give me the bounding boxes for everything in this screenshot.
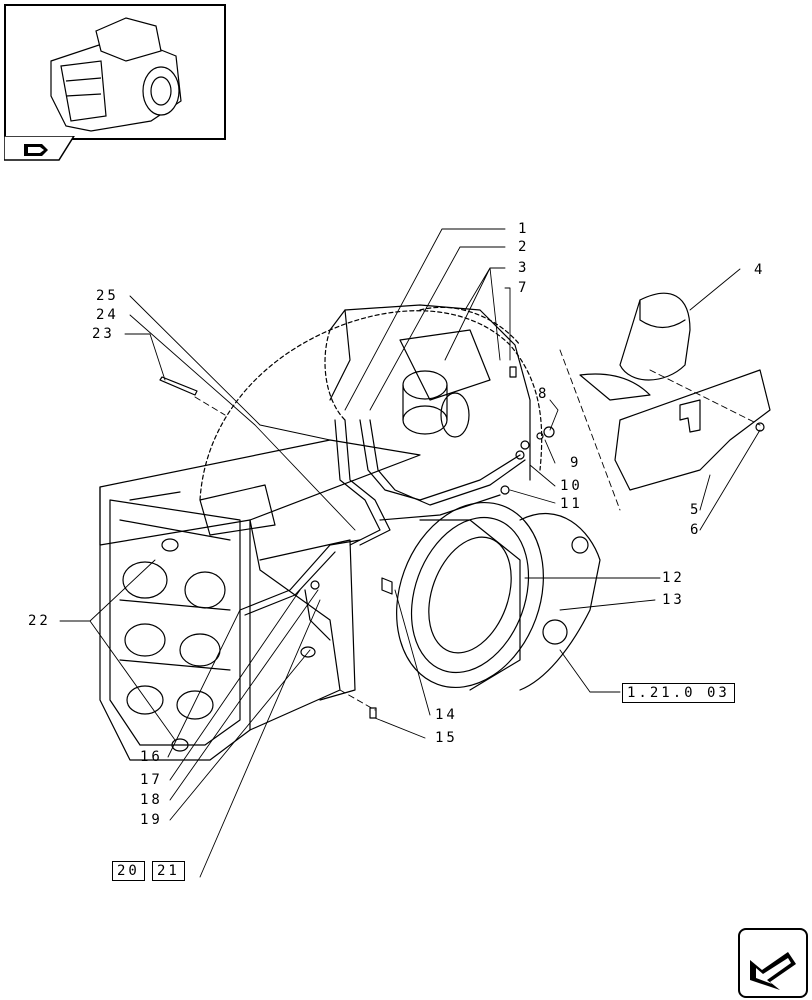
reference-box[interactable]: 1.21.0 03: [622, 683, 735, 703]
mounting-plate: [614, 369, 771, 491]
callout-13: 13: [662, 592, 685, 608]
callout-23: 23: [92, 326, 115, 342]
book-arrow-icon: [24, 144, 48, 156]
callout-1: 1: [518, 221, 530, 237]
callout-15: 15: [435, 730, 458, 746]
callout-10: 10: [560, 478, 583, 494]
leader-lines: [59, 228, 761, 878]
callout-6: 6: [690, 522, 702, 538]
callout-16: 16: [140, 749, 163, 765]
callout-25: 25: [96, 288, 119, 304]
assembly-lines: [194, 349, 761, 711]
nav-previous-tab[interactable]: [3, 135, 84, 166]
callout-2: 2: [518, 239, 530, 255]
housing-front-box: [99, 486, 251, 761]
callout-20-box[interactable]: 20: [112, 861, 145, 881]
callout-19: 19: [140, 812, 163, 828]
callout-3: 3: [518, 260, 530, 276]
housing-dome: [199, 306, 543, 501]
hydraulic-pipes: [239, 419, 530, 641]
transmission-housing-thumbnail: [50, 17, 182, 132]
callout-21-box[interactable]: 21: [152, 861, 185, 881]
callout-8: 8: [538, 386, 550, 402]
callout-22: 22: [28, 613, 51, 629]
bearing-sleeve: [402, 370, 470, 438]
housing-top-face: [99, 439, 421, 546]
thumbnail-frame: [4, 4, 226, 140]
callout-24: 24: [96, 307, 119, 323]
guard-cover: [579, 292, 691, 401]
callout-17: 17: [140, 772, 163, 788]
small-parts: [159, 366, 765, 719]
callout-18: 18: [140, 792, 163, 808]
callout-5: 5: [690, 502, 702, 518]
callout-9: 9: [570, 455, 582, 471]
housing-side-panel: [249, 519, 356, 731]
callout-12: 12: [662, 570, 685, 586]
callout-11: 11: [560, 496, 583, 512]
next-page-arrow-icon: [750, 952, 796, 990]
housing-upper-structure: [329, 304, 531, 481]
callout-4: 4: [754, 262, 766, 278]
rear-flange: [396, 501, 601, 691]
nav-next-button[interactable]: [738, 928, 808, 998]
callout-7: 7: [518, 280, 530, 296]
callout-14: 14: [435, 707, 458, 723]
